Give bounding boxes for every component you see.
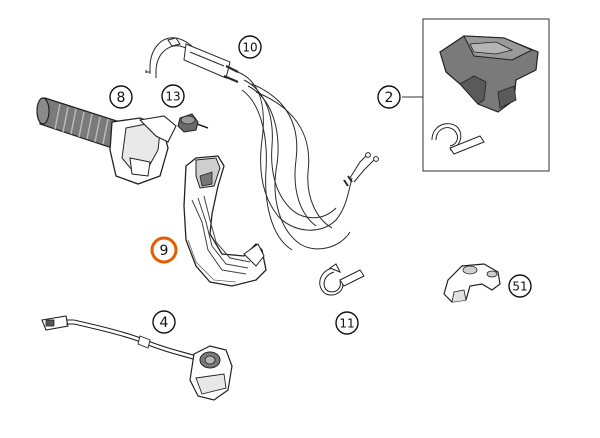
part-cover-frame	[422, 18, 550, 172]
callout-51-label: 51	[512, 280, 527, 294]
callout-11-label: 11	[339, 317, 354, 331]
part-throttle-grip	[36, 97, 177, 185]
callout-13-label: 13	[165, 90, 180, 104]
callout-2-label: 2	[385, 90, 394, 106]
part-throttle-cables	[145, 37, 379, 251]
callout-11[interactable]: 11	[335, 311, 359, 335]
callout-10-circle	[238, 35, 262, 59]
part-cable-guide-bracket	[183, 155, 267, 287]
callout-8-circle	[109, 85, 133, 109]
part-screw	[177, 113, 209, 133]
callout-13-circle	[161, 84, 185, 108]
part-cable-tie	[319, 263, 365, 296]
callout-9-circle	[150, 236, 178, 264]
callout-4[interactable]: 4	[152, 310, 176, 334]
part-kill-switch-harness	[41, 315, 233, 401]
callout-8[interactable]: 8	[109, 85, 133, 109]
callout-8-label: 8	[117, 90, 126, 106]
part-handlebar-clamp	[443, 263, 501, 303]
callout-10-label: 10	[242, 41, 257, 55]
callout-11-circle	[335, 311, 359, 335]
callout-10[interactable]: 10	[238, 35, 262, 59]
callout-4-circle	[152, 310, 176, 334]
callout-51[interactable]: 51	[508, 274, 532, 298]
callout-4-label: 4	[160, 315, 169, 331]
callout-2-circle	[377, 85, 401, 109]
callout-51-circle	[508, 274, 532, 298]
callout-13[interactable]: 13	[161, 84, 185, 108]
callout-2[interactable]: 2	[377, 85, 401, 109]
callout-9-label: 9	[160, 243, 169, 259]
callout-9[interactable]: 9	[150, 236, 178, 264]
